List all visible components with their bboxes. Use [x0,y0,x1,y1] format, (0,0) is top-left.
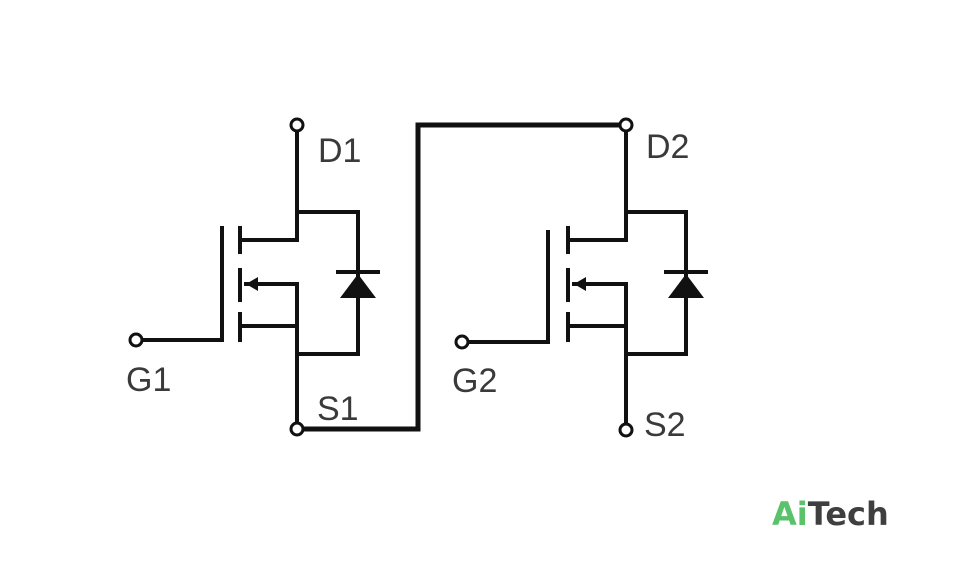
m1-diode-triangle [340,274,376,298]
mosfet-2 [466,129,708,426]
logo-ai: Ai [772,495,808,533]
m2-diode-triangle [668,274,704,298]
terminals [128,117,634,438]
s1-terminal [289,421,305,437]
s2-terminal [618,422,634,438]
g1-terminal [128,332,144,348]
aitech-logo: AiTech [772,498,889,530]
g2-label: G2 [452,362,497,400]
d2-label: D2 [646,128,689,166]
mosfet-1 [140,129,380,422]
s1-label: S1 [317,390,359,428]
g2-terminal [454,334,470,350]
d2-terminal [618,117,634,133]
s2-label: S2 [644,406,686,444]
m1-body-arrow [246,277,258,291]
m2-body-arrow [574,277,586,291]
d1-label: D1 [318,132,361,170]
d1-terminal [289,117,305,133]
s1-to-d2-wire [303,122,619,432]
g1-label: G1 [126,361,171,399]
logo-tech: Tech [807,495,889,533]
